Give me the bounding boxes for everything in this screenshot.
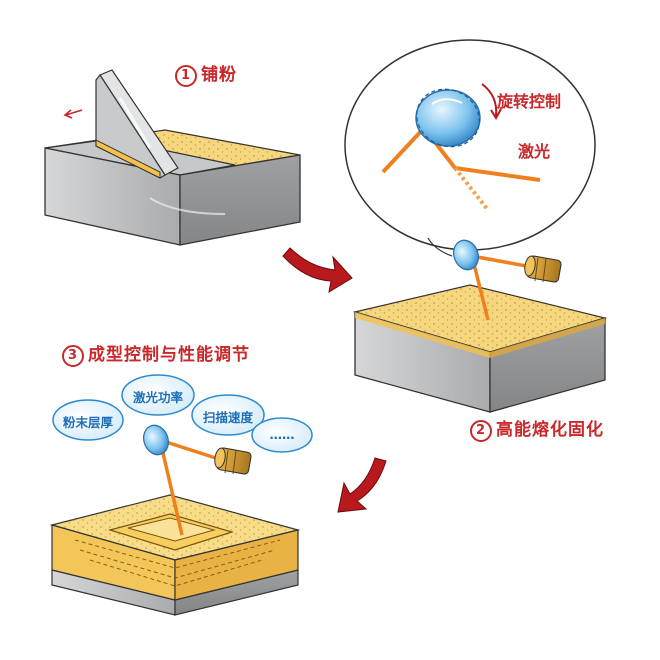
move-direction-arrow xyxy=(63,109,83,119)
rotation-control-label: 旋转控制 xyxy=(497,92,562,111)
flow-arrow-1 xyxy=(282,247,353,294)
step1-block xyxy=(44,129,301,246)
recoater-blade xyxy=(95,69,179,179)
step3-text: 成型控制与性能调节 xyxy=(88,345,250,365)
param-bubbles xyxy=(52,374,313,453)
param-layer-thickness: 粉末层厚 xyxy=(62,415,113,430)
param-bubble-3 xyxy=(191,394,265,436)
param-bubble-1 xyxy=(52,399,124,441)
param-bubble-2 xyxy=(121,374,195,416)
step3-number: 3 xyxy=(62,345,84,367)
step1-text: 铺粉 xyxy=(201,65,237,85)
laser-assembly-3 xyxy=(143,424,252,536)
laser-assembly-2 xyxy=(453,239,562,321)
step1-number: 1 xyxy=(175,65,197,87)
step2-text: 高能熔化固化 xyxy=(496,420,604,440)
step3-block xyxy=(49,494,301,616)
step2-block xyxy=(352,284,608,413)
step2-number: 2 xyxy=(470,420,492,442)
laser-label: 激光 xyxy=(518,142,551,161)
param-scan-speed: 扫描速度 xyxy=(202,410,253,425)
param-ellipsis: …… xyxy=(269,427,295,442)
zoom-bubble xyxy=(344,39,596,257)
flow-arrow-2 xyxy=(337,457,387,513)
param-bubble-4 xyxy=(251,417,313,453)
param-laser-power: 激光功率 xyxy=(132,390,183,405)
